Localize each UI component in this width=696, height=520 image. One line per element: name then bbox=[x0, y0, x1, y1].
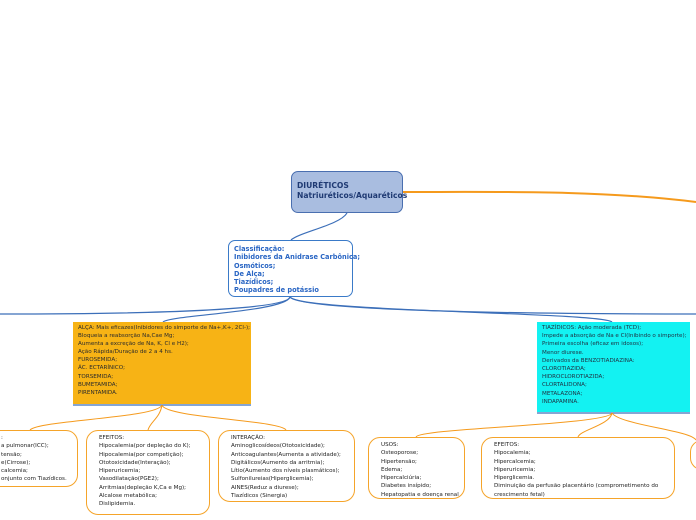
node-text-line: Anticoagulantes(Aumenta a atividade); bbox=[231, 451, 341, 458]
node-text-line: METALAZONA; bbox=[542, 390, 583, 397]
node-text-line: FUROSEMIDA; bbox=[78, 357, 118, 364]
node-text-line: Hiperuricemia; bbox=[494, 466, 536, 473]
tiazidicos-efeitos-node[interactable]: EFEITOS: Hipocalemia;Hipercalcemia;Hiperu… bbox=[481, 437, 675, 499]
node-text-line: Lítio(Aumento dos níveis plasmáticos); bbox=[231, 468, 340, 475]
node-text-line: Hipocalemia(por depleção do K); bbox=[99, 443, 191, 450]
node-text-line: Arritmias(depleção K,Ca e Mg); bbox=[99, 484, 187, 491]
connector-alca-child3 bbox=[161, 404, 287, 431]
connector-classif-left bbox=[0, 296, 291, 315]
classificacao-node[interactable]: Classificação:Inibidores da Anidrase Car… bbox=[228, 240, 360, 297]
node-text-line: tensão; bbox=[1, 451, 22, 458]
connector-classif-right bbox=[289, 296, 696, 315]
node-text-line: EFEITOS: bbox=[494, 442, 520, 448]
node-text-line: Menor diurese. bbox=[542, 349, 584, 356]
tiazidicos-usos-node[interactable]: USOS: Osteoporose;Hipertensão;Edema; Hiper… bbox=[368, 437, 465, 499]
alca-interacao-node[interactable]: INTERAÇÃO: Aminoglicosídeos(Ototoxicidade… bbox=[218, 430, 355, 502]
node-text-line: CLOROTIAZIDA; bbox=[542, 366, 586, 373]
node-text-line: Osteoporose; bbox=[381, 450, 419, 457]
node-text-line: Diabetes insípido; bbox=[381, 483, 432, 490]
connector-alca-child2 bbox=[147, 404, 163, 431]
node-text-line: Poupadres de potássio bbox=[234, 286, 319, 295]
node-text-line: e(Cirrose); bbox=[1, 459, 31, 466]
node-text-line: : bbox=[1, 435, 3, 441]
alca-node[interactable]: ALÇA: Mais eficazes(Inibidores do simpor… bbox=[73, 322, 251, 404]
node-text-line: Dislipidemia. bbox=[99, 501, 136, 508]
node-text-line: Ação Rápida/Duração de 2 a 4 hs. bbox=[78, 349, 173, 356]
alca-usos-node[interactable]: : a pulmonar(ICC);tensão;e(Cirrose); calce… bbox=[0, 430, 78, 487]
tiazidicos-node[interactable]: TIAZÍDICOS: Ação moderada (TCD); Impede a… bbox=[537, 322, 690, 412]
node-text-line: Alcalose metabólica; bbox=[99, 493, 157, 500]
node-text-line: BUMETAMIDA; bbox=[78, 381, 118, 388]
node-text-line: Hiperglicemia. bbox=[494, 475, 535, 482]
node-text-line: TIAZÍDICOS: Ação moderada (TCD); bbox=[542, 325, 642, 331]
node-text-line: De Alça; bbox=[234, 269, 265, 278]
node-text-line: Ototoxicidade(Interação); bbox=[99, 459, 171, 466]
node-text-line: Impede a absorção de Na e Cl(Inibindo o … bbox=[542, 333, 687, 340]
connector-root-classif bbox=[290, 212, 348, 241]
node-text-line: Hepatopatia e doença renal bbox=[381, 491, 459, 498]
node-text-line: PIRENTAMIDA. bbox=[78, 389, 118, 396]
connector-tiaz-child2 bbox=[577, 412, 613, 438]
node-text-line: Hipocalemia(por competição); bbox=[99, 451, 184, 458]
node-text-line: Osmóticos; bbox=[234, 261, 276, 270]
node-text-line: ALÇA: Mais eficazes(Inibidores do simpor… bbox=[78, 325, 251, 331]
node-text-line: Edema; bbox=[381, 466, 403, 473]
node-text-line: Hipocalemia; bbox=[494, 450, 531, 457]
node-text-line: HIDROCLOROTIAZIDA; bbox=[542, 374, 605, 381]
node-text-line: Primeira escolha (eficaz em idosos); bbox=[542, 341, 644, 348]
connector-classif-tiaz bbox=[289, 296, 613, 323]
node-text-line: Sulfonilureias(Hiperglicemia); bbox=[231, 476, 314, 483]
node-text-line: Digitálicos(Aumento da arritmia); bbox=[231, 459, 325, 466]
node-text-line: Hipertensão; bbox=[381, 458, 417, 465]
connector-root-right bbox=[402, 190, 696, 203]
alca-efeitos-node[interactable]: EFEITOS:Hipocalemia(por depleção do K);H… bbox=[86, 430, 210, 515]
node-text-line: Vasodilatação(PGE2); bbox=[99, 476, 159, 483]
node-text-line: INTERAÇÃO: bbox=[231, 435, 265, 441]
node-text-line: Derivados da BENZOTIADIAZINA: bbox=[542, 357, 635, 364]
node-text-line: Tiazídicos; bbox=[234, 278, 274, 287]
node-text-line: Tiazídicos (Sinergia) bbox=[231, 493, 288, 500]
node-text-line: a pulmonar(ICC); bbox=[1, 443, 49, 450]
node-text-line: DIURÉTICOS bbox=[297, 181, 349, 190]
node-text-line: calcemia; bbox=[1, 468, 28, 475]
connector-tiaz-child3 bbox=[611, 412, 696, 441]
node-text-line: TORSEMIDA; bbox=[78, 373, 114, 380]
node-text-line: ÁC. ECTARÍNICO; bbox=[78, 365, 126, 372]
node-text-line: CLORTALIDONA; bbox=[542, 382, 587, 389]
node-text-line: EFEITOS: bbox=[99, 435, 125, 441]
connector-tiaz-child1 bbox=[415, 412, 613, 438]
node-text-line: INDAPAMINA. bbox=[542, 398, 579, 405]
node-text-line: Diminuição da perfusão placentário (comp… bbox=[494, 483, 659, 490]
node-text-line: Inibidores da Anidrase Carbônica; bbox=[234, 253, 360, 262]
node-text-line: Hipercalcemia; bbox=[494, 458, 536, 465]
node-text-line: crescimento fetal) bbox=[494, 491, 545, 498]
node-text-line: Hipercalciúria; bbox=[381, 475, 422, 482]
node-text-line: Aminoglicosídeos(Ototoxicidade); bbox=[231, 443, 325, 450]
node-text-line: AINES(Reduz a diurese); bbox=[231, 484, 299, 491]
node-text-line: Natriuréticos/Aquaréticos bbox=[297, 191, 408, 200]
node-text-line: Bloqueia a reabsorção Na,Cae Mg; bbox=[78, 333, 175, 340]
node-text-line: Hiperuricemia; bbox=[99, 468, 141, 475]
node-text-line: Aumenta a excreção de Na, K, Cl e H2); bbox=[78, 341, 189, 348]
node-text-line: USOS: bbox=[381, 442, 399, 448]
connector-classif-alca bbox=[162, 296, 291, 323]
connector-alca-child1 bbox=[29, 404, 163, 431]
node-text-line: onjunto com Tiazídicos. bbox=[1, 476, 67, 483]
node-text-line: Classificação: bbox=[234, 245, 285, 253]
